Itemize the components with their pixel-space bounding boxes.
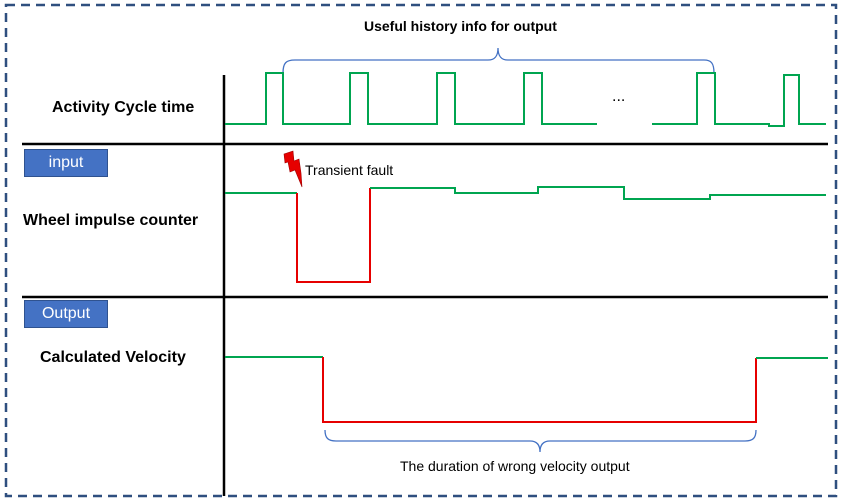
ellipsis-indicator: ... xyxy=(612,88,626,105)
duration-brace xyxy=(324,429,757,453)
history-brace-label: Useful history info for output xyxy=(364,18,557,34)
input-tag: input xyxy=(24,149,108,177)
transient-fault-label: Transient fault xyxy=(305,162,394,178)
activity-cycle-signal-continued xyxy=(652,72,826,127)
history-brace xyxy=(282,47,715,74)
lightning-bolt-icon xyxy=(283,150,303,188)
duration-label: The duration of wrong velocity output xyxy=(400,458,630,474)
velocity-wrong-output-segment xyxy=(322,357,757,423)
activity-cycle-signal xyxy=(225,72,597,125)
wheel-counter-fault-segment xyxy=(296,188,371,283)
wheel-counter-signal-after-fault xyxy=(370,186,826,200)
activity-row-label: Activity Cycle time xyxy=(52,99,195,116)
output-row-label: Calculated Velocity xyxy=(40,349,186,366)
output-tag: Output xyxy=(24,300,108,328)
input-row-label: Wheel impulse counter xyxy=(23,212,199,229)
